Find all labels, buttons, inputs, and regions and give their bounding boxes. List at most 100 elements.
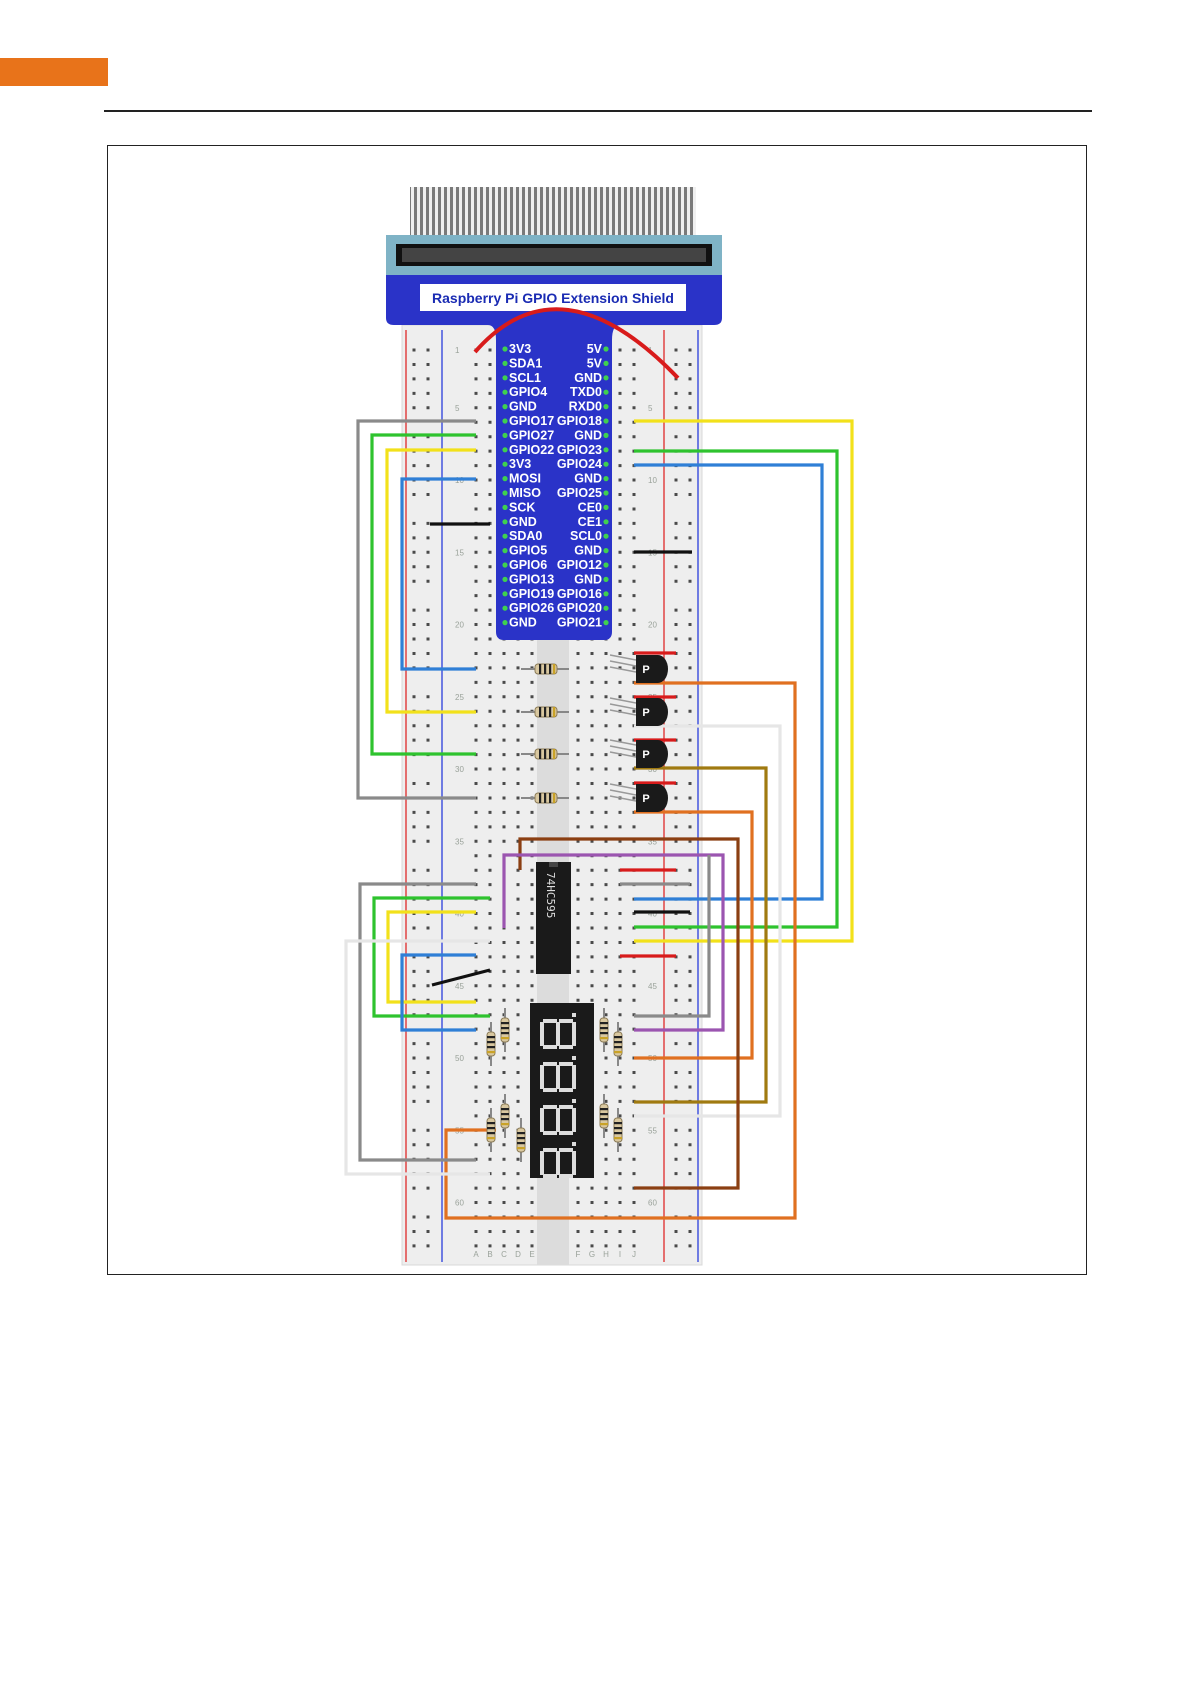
- row-number-left: 30: [455, 765, 464, 774]
- resistor-band: [501, 1037, 509, 1040]
- row-number-left: 40: [455, 910, 464, 919]
- resistor: [486, 1022, 496, 1066]
- digit: [540, 1013, 576, 1049]
- resistor-band: [517, 1142, 525, 1145]
- resistor: [500, 1094, 510, 1138]
- resistor-band: [517, 1132, 525, 1135]
- pin-dot: [502, 360, 508, 366]
- pin-dot: [502, 591, 508, 597]
- row-number-left: 60: [455, 1199, 464, 1208]
- red-power-wire: [473, 307, 680, 380]
- row-number-right: 20: [648, 621, 657, 630]
- blue-wire-right: [634, 463, 824, 901]
- resistor-band: [544, 707, 547, 717]
- pin-dot: [502, 562, 508, 568]
- resistor: [521, 706, 569, 718]
- pin-label-left: 3V3: [509, 457, 531, 471]
- green-wire-left: [370, 433, 476, 756]
- column-letter: C: [501, 1250, 507, 1259]
- pin-label-right: GPIO24: [557, 457, 602, 471]
- segment: [543, 1105, 557, 1109]
- transistor-lead: [609, 789, 637, 796]
- segment: [543, 1148, 557, 1152]
- shift-register-chip: 74HC595: [536, 862, 571, 974]
- segment: [543, 1088, 557, 1092]
- resistor-band: [600, 1113, 608, 1116]
- segment: [540, 1022, 544, 1046]
- pin-label-right: GPIO25: [557, 486, 602, 500]
- transistor-label: P: [642, 664, 649, 676]
- row-number-left: 50: [455, 1054, 464, 1063]
- pin-dot: [603, 418, 609, 424]
- resistor-band: [549, 664, 552, 674]
- pin-dot: [603, 548, 609, 554]
- resistor-band: [544, 793, 547, 803]
- pin-label-left: GPIO4: [509, 385, 547, 399]
- resistor-band: [600, 1108, 608, 1111]
- resistor-band: [553, 793, 556, 803]
- segment: [543, 1019, 557, 1023]
- pin-label-left: GND: [509, 616, 537, 630]
- pin-label-right: GPIO18: [557, 414, 602, 428]
- resistor: [521, 663, 569, 675]
- column-letter: F: [576, 1250, 581, 1259]
- transistor-lead: [609, 795, 637, 802]
- pin-dot: [603, 562, 609, 568]
- digit: [540, 1142, 576, 1178]
- pin-label-left: GPIO17: [509, 414, 554, 428]
- transistor-body: [636, 740, 668, 768]
- resistor-band: [501, 1108, 509, 1111]
- transistor-label: P: [642, 749, 649, 761]
- resistor-band: [501, 1027, 509, 1030]
- transistor-lead: [609, 745, 637, 752]
- resistor: [599, 1008, 609, 1052]
- row-number-left: 45: [455, 982, 464, 991]
- resistor: [613, 1022, 623, 1066]
- pin-dot: [502, 490, 508, 496]
- pin-dot: [502, 432, 508, 438]
- column-letter: G: [589, 1250, 595, 1259]
- segment: [540, 1108, 544, 1132]
- transistor-lead: [609, 660, 637, 667]
- digit: [540, 1056, 576, 1092]
- resistor-band: [501, 1032, 509, 1035]
- pin-label-left: GPIO22: [509, 443, 554, 457]
- pin-dot: [603, 490, 609, 496]
- resistor-band: [539, 749, 542, 759]
- segment-dp: [572, 1142, 576, 1146]
- pin-label-right: GPIO12: [557, 558, 602, 572]
- pin-label-right: GPIO16: [557, 587, 602, 601]
- pin-dot: [603, 591, 609, 597]
- pin-dot: [603, 461, 609, 467]
- pin-dot: [502, 519, 508, 525]
- orange-wire-digit4: [634, 810, 754, 1060]
- white-wire-chip: [344, 939, 490, 1176]
- transistor-body: [636, 784, 668, 812]
- segment: [559, 1174, 573, 1178]
- pin-label-right: SCL0: [570, 529, 602, 543]
- green-wire-chip: [372, 896, 490, 1018]
- column-letter: I: [619, 1250, 621, 1259]
- pin-dot: [502, 346, 508, 352]
- transistor-lead: [609, 751, 637, 758]
- transistor-label: P: [642, 707, 649, 719]
- pin-label-right: TXD0: [570, 385, 602, 399]
- pin-dot: [502, 548, 508, 554]
- purple-wire-segment: [502, 853, 725, 1032]
- orange-wire-digit1: [444, 681, 797, 1220]
- pin-label-left: GPIO5: [509, 544, 547, 558]
- resistor-band: [487, 1041, 495, 1044]
- pnp-transistor: P: [609, 739, 668, 768]
- transistor-lead: [609, 709, 637, 716]
- pin-dot: [603, 360, 609, 366]
- seven-segment-display: [530, 1003, 594, 1178]
- resistor-band: [614, 1132, 622, 1135]
- shield-pin-labels: 3V3SDA1SCL1GPIO4GNDGPIO17GPIO27GPIO223V3…: [502, 342, 609, 630]
- pin-label-right: GPIO20: [557, 601, 602, 615]
- resistor-band: [539, 793, 542, 803]
- pin-label-right: GND: [574, 428, 602, 442]
- segment: [572, 1151, 576, 1175]
- resistor-band: [544, 664, 547, 674]
- pin-label-left: GPIO13: [509, 572, 554, 586]
- row-number-right: 5: [648, 404, 653, 413]
